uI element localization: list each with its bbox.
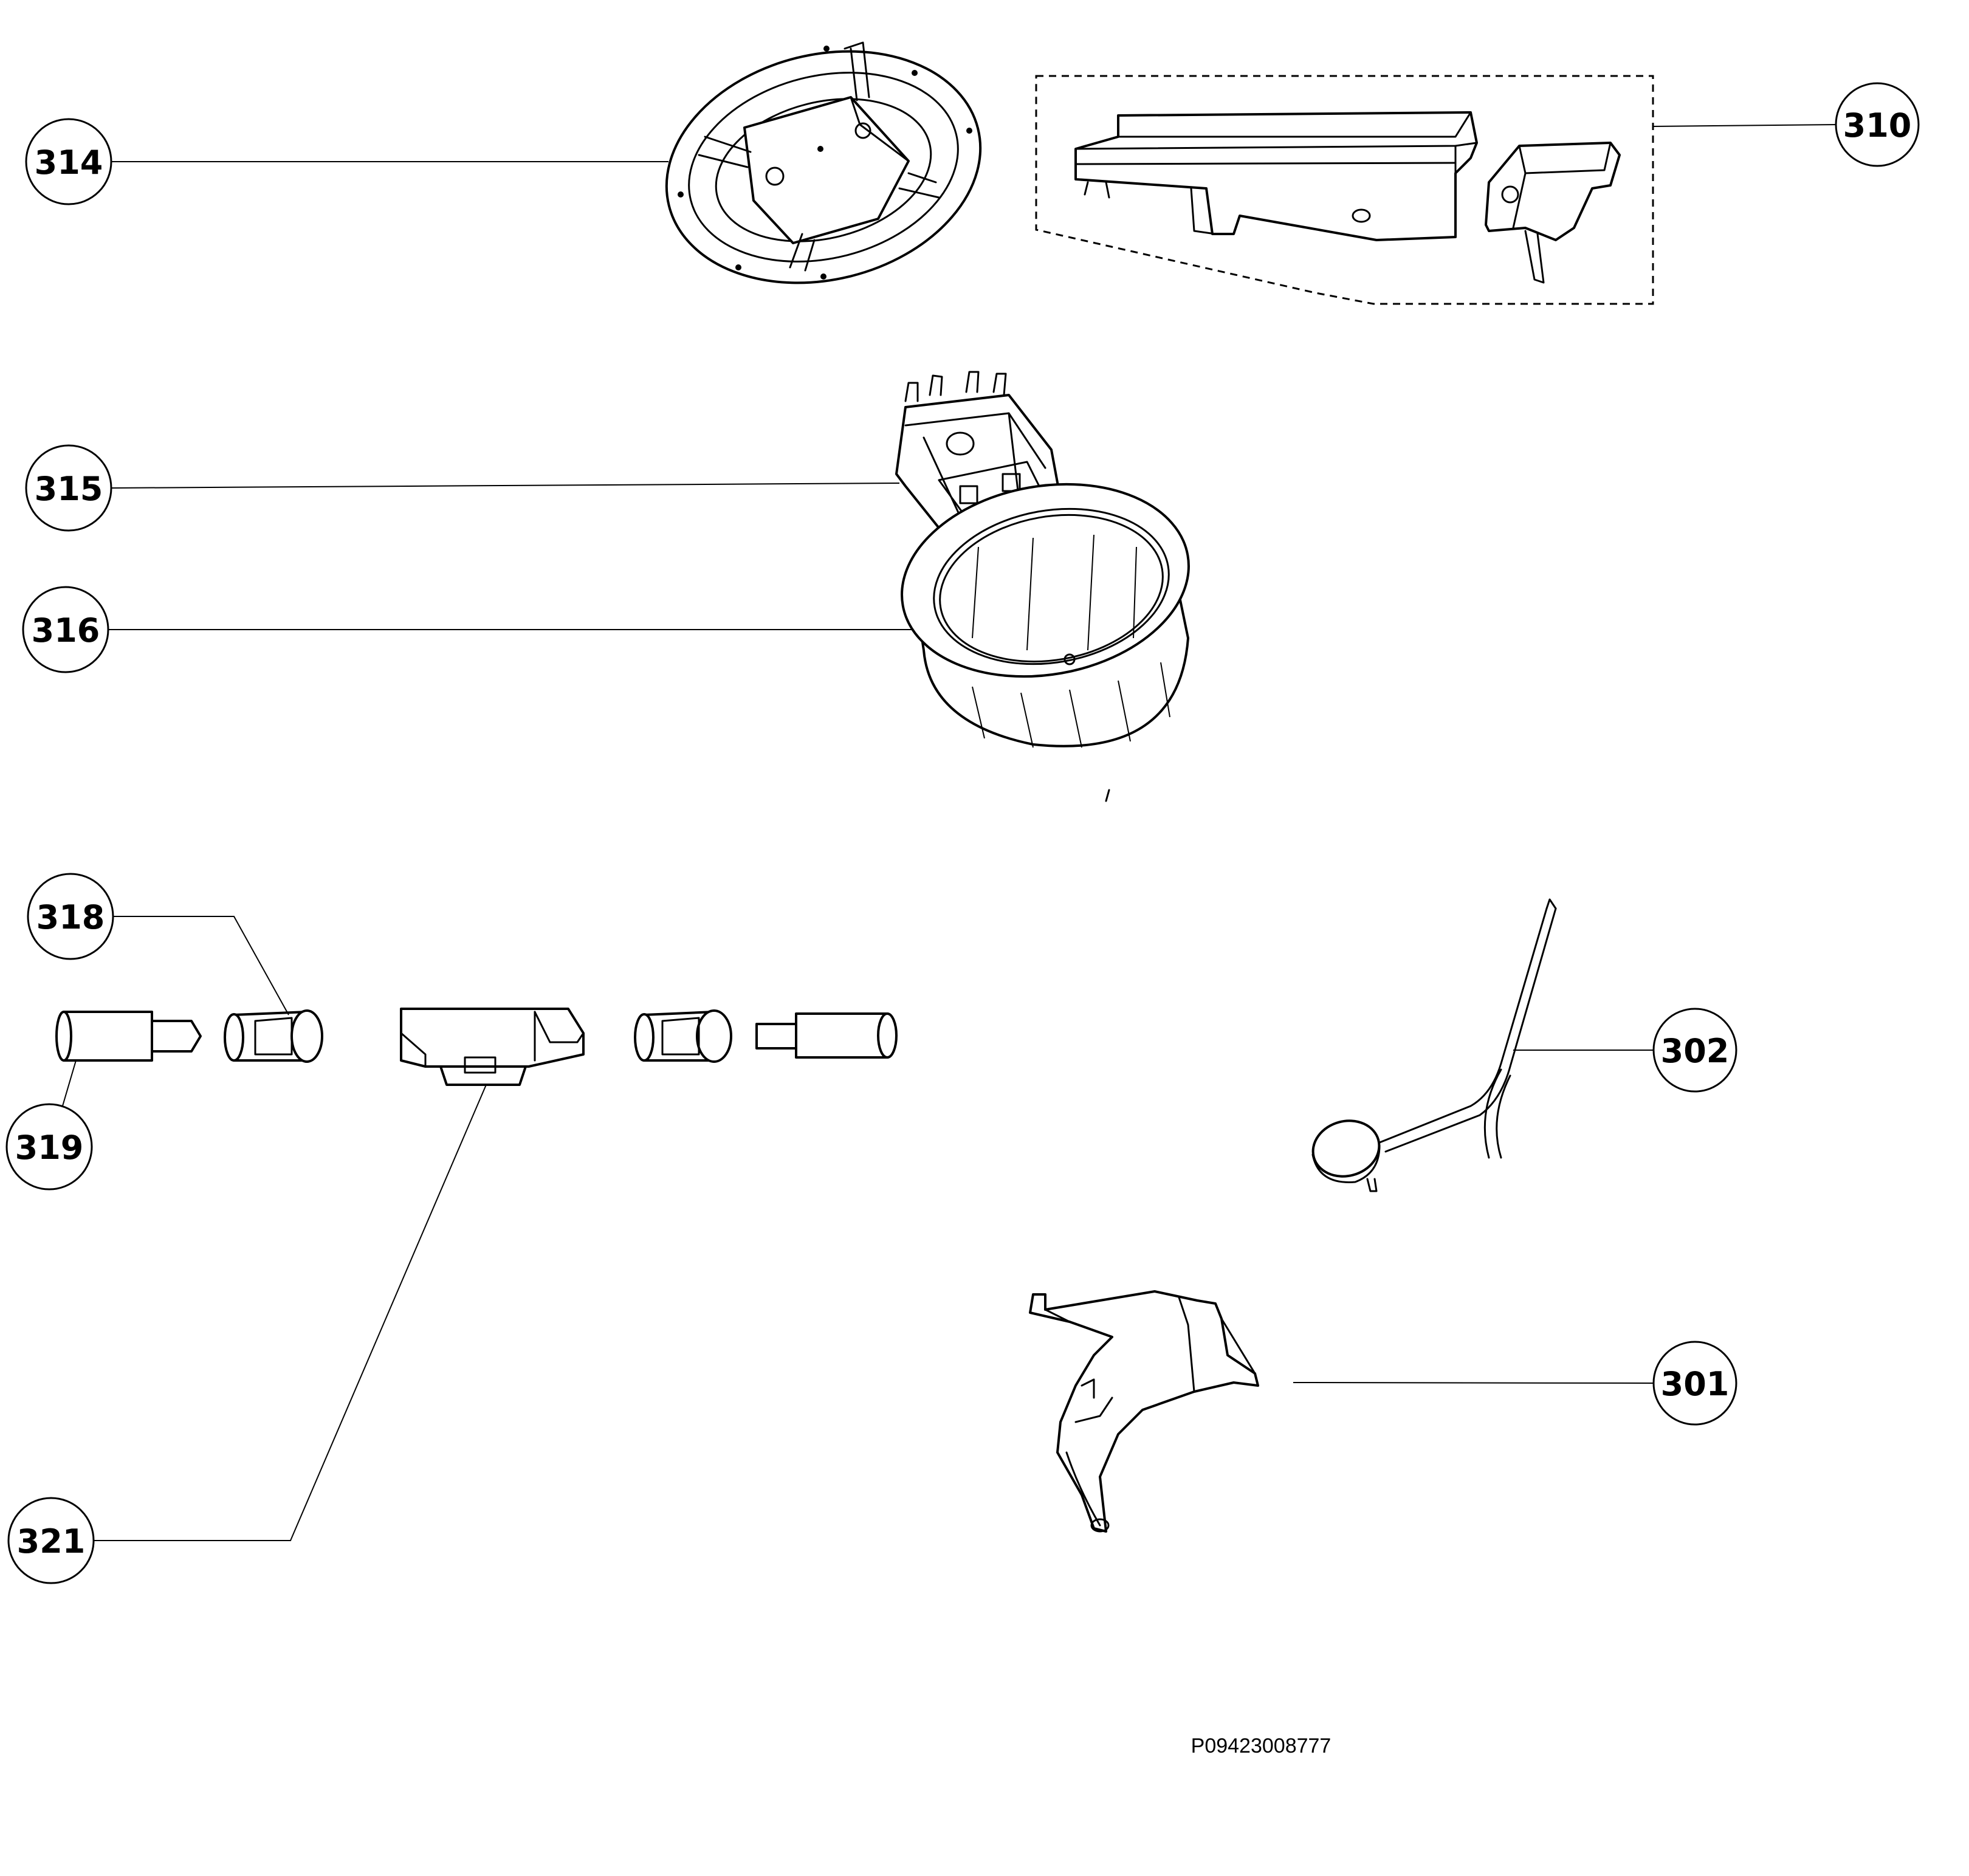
callout-321: 321 [7,1497,95,1584]
callout-310: 310 [1835,82,1920,167]
leader-318 [112,916,289,1015]
callout-label: 315 [35,470,103,508]
callout-label: 318 [36,898,105,936]
callout-label: 302 [1661,1032,1730,1070]
leader-315 [111,483,900,489]
part-316-cylinder [901,483,1190,802]
callout-label: 319 [15,1129,84,1167]
leader-319 [60,1060,77,1113]
callout-label: 316 [32,611,100,650]
part-318-bushing-left [224,1009,323,1063]
callout-319: 319 [5,1103,93,1191]
drawing-code: P09423008777 [1191,1734,1332,1757]
callout-315: 315 [25,444,112,532]
callout-label: 310 [1843,106,1912,145]
leader-310 [1652,124,1839,127]
callout-301: 301 [1652,1341,1737,1426]
callout-318: 318 [27,873,114,960]
part-302-sensor [1311,898,1557,1192]
callout-316: 316 [22,586,109,673]
callout-314: 314 [25,118,112,205]
leader-lines [60,124,1839,1541]
part-321-connector-housing [400,1008,585,1086]
part-301-shield [1029,1290,1259,1533]
callout-label: 321 [17,1522,86,1561]
part-310-module-group [1035,75,1654,305]
leader-321 [91,1084,487,1541]
part-319-pin-right [755,1012,898,1059]
part-318-bushing-right [634,1009,732,1063]
callout-302: 302 [1652,1008,1737,1093]
callout-label: 314 [35,143,103,182]
part-319-pin-left [55,1011,202,1062]
part-314-flange [665,41,982,284]
callout-label: 301 [1661,1365,1730,1403]
